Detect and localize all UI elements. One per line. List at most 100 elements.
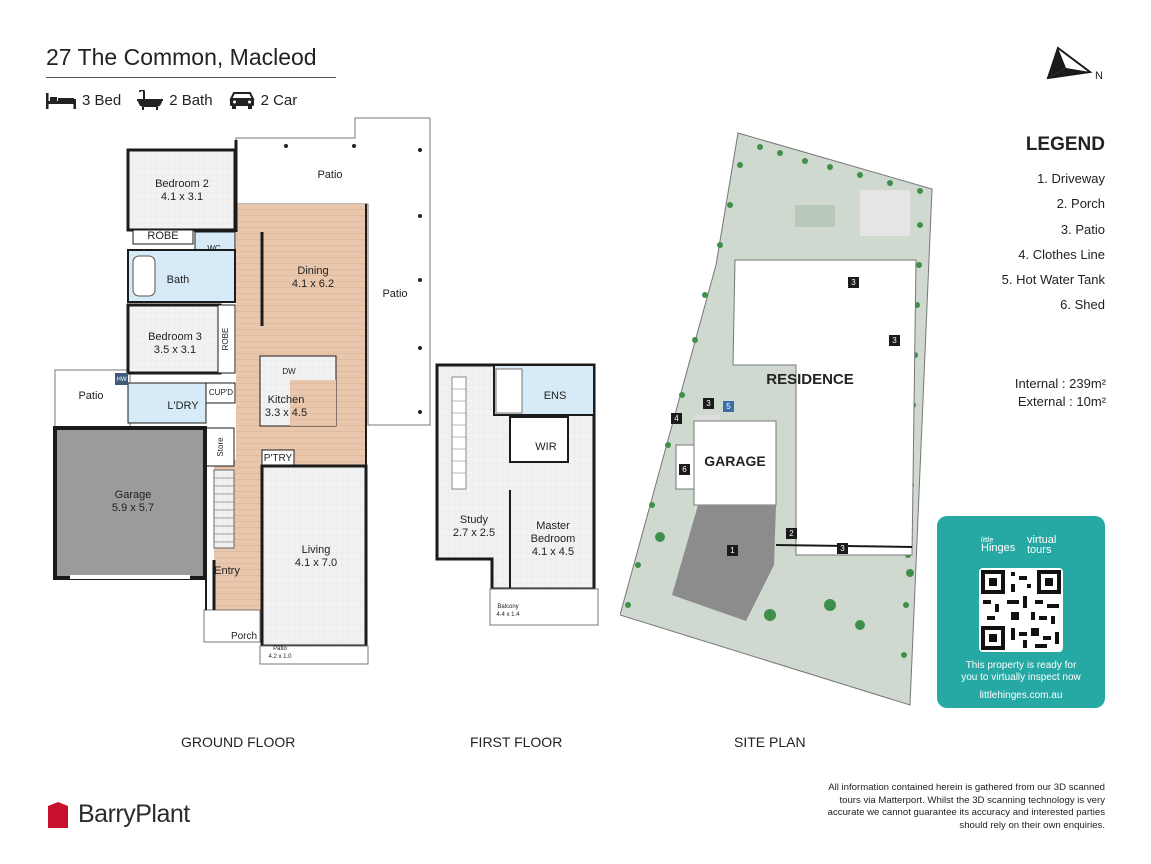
site-marker-hot-water: 5 [723,401,734,412]
patio-small: Patio 4.2 x 1.0 [262,645,298,661]
dining-size: 4.1 x 6.2 [291,278,335,290]
dining-name: Dining [297,265,329,277]
garage-name: Garage [114,489,152,501]
room-living: Living 4.1 x 7.0 [276,544,356,570]
site-plan: 3 3 3 3 4 5 6 1 2 RESIDENCE GARAGE [620,125,940,715]
legend-item-driveway: 1. Driveway [1037,171,1105,186]
room-dining: Dining 4.1 x 6.2 [270,265,356,291]
first-floor-caption: FIRST FLOOR [470,734,563,750]
study-size: 2.7 x 2.5 [452,527,496,539]
room-bedroom-3: Bedroom 3 3.5 x 3.1 [133,331,217,357]
bedroom-3-name: Bedroom 3 [148,331,202,343]
robe-label-1: ROBE [147,230,179,242]
patio-small-size: 4.2 x 1.0 [268,654,292,660]
site-plan-drawing [620,132,933,706]
wc-label: WC [207,244,221,253]
room-kitchen: Kitchen 3.3 x 4.5 [248,394,324,420]
balcony-name: Balcony [497,604,519,610]
entry-label: Entry [214,565,240,577]
feature-bath: 2 Bath [137,90,213,110]
car-count: 2 Car [260,91,298,109]
bedroom-3-size: 3.5 x 3.1 [153,344,197,356]
patio-top-label: Patio [317,169,343,181]
living-name: Living [301,544,331,556]
cupboard-label: CUP'D [208,388,234,397]
bath-icon [137,90,164,110]
legend-item-shed: 6. Shed [1060,297,1105,313]
site-marker-patio-2: 3 [889,335,900,346]
laundry-label: L'DRY [167,400,199,412]
legend-title: LEGEND [1025,134,1105,155]
garage-size: 5.9 x 5.7 [111,502,155,514]
kitchen-size: 3.3 x 4.5 [264,407,308,419]
north-compass: N [1044,46,1108,86]
residence-label: RESIDENCE [766,371,854,388]
living-size: 4.1 x 7.0 [294,557,338,569]
study-name: Study [459,514,489,526]
north-label: N [1095,70,1103,82]
site-marker-clothes-line: 4 [671,413,682,424]
site-plan-caption: SITE PLAN [734,734,806,750]
barry-plant-logo: BarryPlant [48,800,190,829]
walk-in-robe-label: WIR [535,441,557,453]
robe-label-2: ROBE [221,327,230,351]
pantry-label: P'TRY [263,453,293,464]
site-marker-patio-3: 3 [703,398,714,409]
bed-icon [46,93,76,109]
first-floor-plan: ENS WIR Study 2.7 x 2.5 Master Bedroom 4… [430,355,610,635]
legend-list: 1. Driveway 2. Porch 3. Patio 4. Clothes… [960,166,1105,318]
legend-item-hot-water-tank: 5. Hot Water Tank [1001,272,1105,288]
bedroom-2-name: Bedroom 2 [155,178,209,190]
feature-bed: 3 Bed [46,91,121,109]
porch-label: Porch [230,631,258,642]
bed-count: 3 Bed [82,91,122,109]
external-area-label: External [1017,394,1066,409]
master-name-2: Bedroom [530,533,576,545]
bath-label: Bath [166,274,190,286]
site-marker-shed: 6 [679,464,690,475]
vt-line-1: This property is ready for [965,660,1077,671]
site-garage-label: GARAGE [704,453,766,469]
vt-brand-hinges: Hinges [981,542,1016,554]
balcony-size: 4.4 x 1.4 [496,612,520,618]
qr-code-icon [981,570,1061,650]
site-marker-patio-4: 3 [837,543,848,554]
legend-item-patio: 3. Patio [1060,221,1105,237]
first-floor-drawing [435,363,599,626]
site-marker-patio-1: 3 [848,277,859,288]
vt-line-2: you to virtually inspect now [961,672,1081,683]
qr-code[interactable] [979,568,1063,652]
hot-water-label: HW [116,377,127,383]
feature-car: 2 Car [228,91,298,109]
logo-mark-icon [48,801,68,828]
bedroom-2-size: 4.1 x 3.1 [160,191,204,203]
title-divider [46,77,336,78]
virtual-tour-card[interactable]: little Hinges virtual tours This propert… [937,516,1105,708]
vt-url[interactable]: littlehinges.com.au [979,690,1063,701]
ground-floor-caption: GROUND FLOOR [181,734,296,750]
master-name: Master [536,520,570,532]
internal-area-label: Internal [1014,376,1059,391]
patio-right-label: Patio [382,288,408,300]
legend-item-clothes-line: 4. Clothes Line [1018,246,1105,262]
property-features: 3 Bed 2 Bath 2 Car [46,88,297,112]
car-icon [228,92,255,109]
balcony: Balcony 4.4 x 1.4 [490,603,526,619]
ground-floor-drawing [53,117,431,665]
site-marker-driveway: 1 [727,545,738,556]
vt-brand-tours: tours [1027,544,1052,556]
kitchen-name: Kitchen [267,394,305,406]
room-study: Study 2.7 x 2.5 [444,514,504,540]
master-size: 4.1 x 4.5 [531,546,575,558]
patio-left-label: Patio [78,390,104,402]
disclaimer-text: All information contained herein is gath… [827,782,1105,831]
dishwasher-label: DW [282,367,296,376]
internal-area: Internal : 239m² [1014,376,1106,391]
vt-brand-virtual: virtual [1027,534,1057,546]
patio-small-name: Patio [273,646,287,652]
room-master-bedroom: Master Bedroom 4.1 x 4.5 [518,520,588,559]
internal-area-value: 239m² [1069,376,1106,391]
property-address: 27 The Common, Macleod [46,44,317,70]
external-area-value: 10m² [1076,394,1106,409]
ground-floor-plan: Patio Patio Patio Bedroom 2 4.1 x 3.1 RO… [0,0,440,720]
